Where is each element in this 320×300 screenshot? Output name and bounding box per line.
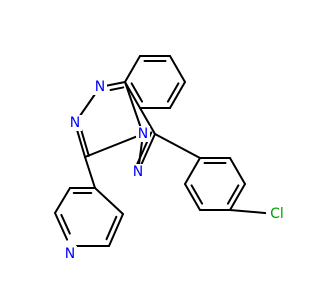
bond-c8-q1 [84,156,96,189]
bond-n2-n1 [77,91,98,119]
bond-q2-q3 [54,187,71,214]
atom-n4-label: N [133,164,143,180]
bond-q5-q6-inner [105,215,118,241]
bond-p1-p2 [184,157,201,185]
atom-n2: N [68,115,82,131]
atom-n3: N [136,126,150,142]
bond-n3-cF [124,81,142,129]
bond-p5-p6 [229,157,246,185]
bond-p4-p5-inner [226,184,240,205]
bond-cE-c6 [139,107,156,135]
atom-n4: N [131,164,145,180]
atom-n1: N [93,79,107,95]
bond-n4-n3 [137,139,144,167]
bond-cB-cC [169,55,186,83]
bond-p2-p3 [184,183,201,211]
atom-n1-label: N [95,79,105,95]
bond-cE-cF-inner [130,82,144,103]
bond-cC-cD [169,81,186,109]
bond-q6-q1 [94,187,124,215]
bond-c8-n2-inner [79,127,90,157]
bond-c6-n4 [139,133,156,167]
bond-n3-c8 [84,135,138,158]
chemical-structure-canvas: N N N N N Cl [54,55,288,262]
bond-n1-cF-inner [109,86,125,91]
atom-n-pyridine-label: N [65,246,75,262]
bond-p4-cl [229,209,268,215]
bond-cF-cA [124,55,141,83]
atom-cl-label: Cl [270,206,284,222]
atom-n2-label: N [70,115,80,131]
atom-cl: Cl [266,206,288,222]
atom-n3-label: N [138,126,148,142]
atom-n-pyridine: N [63,246,77,262]
bond-cC-cD-inner [166,82,180,103]
bond-layer [54,55,268,247]
bond-p2-p3-inner [190,184,204,205]
bond-p4-p5 [229,183,246,211]
bond-q3-q4-inner [60,213,71,235]
bond-q5-q6 [108,213,124,247]
bond-c6-p1 [154,133,201,159]
bond-q3-q4 [54,212,69,241]
bond-c8-n2 [75,128,86,158]
bond-n1-cF [105,81,126,87]
atom-label-layer: N N N N N Cl [63,79,288,262]
